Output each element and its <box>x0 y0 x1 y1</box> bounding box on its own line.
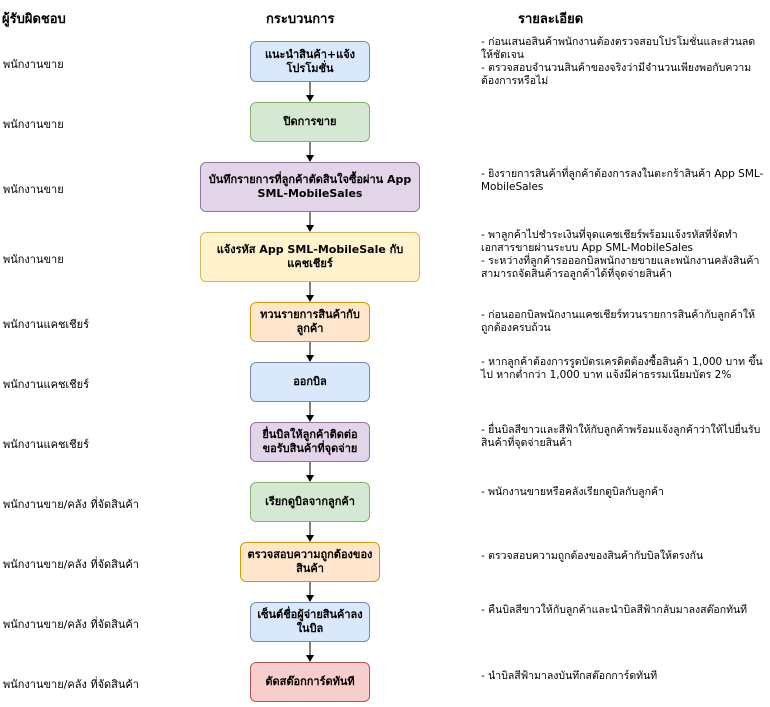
detail-line: - ก่อนออกบิลพนักงานแคชเชียร์ทวนรายการสิน… <box>481 309 755 334</box>
responsible-label: พนักงานขาย <box>3 57 64 71</box>
process-step: ยื่นบิลให้ลูกค้าติดต่อขอรับสินค้าที่จุดจ… <box>250 422 370 462</box>
process-step: เรียกดูบิลจากลูกค้า <box>250 482 370 522</box>
process-step: แจ้งรหัส App SML-MobileSale กับแคชเชียร์ <box>200 232 420 282</box>
flow-arrow-head <box>306 155 314 162</box>
responsible-label: พนักงานแคชเชียร์ <box>3 378 89 391</box>
responsible-label: พนักงานขาย/คลัง ที่จัดสินค้า <box>3 678 139 691</box>
flow-arrow-head <box>306 595 314 602</box>
responsible-label: พนักงานขาย/คลัง ที่จัดสินค้า <box>3 558 139 571</box>
detail-line: - หากลูกค้าต้องการรูดบัตรเครดิตต้องซื้อส… <box>481 356 763 381</box>
flow-arrow-head <box>306 95 314 102</box>
responsible-label: พนักงานแคชเชียร์ <box>3 318 89 331</box>
process-step: บันทึกรายการที่ลูกค้าตัดสินใจซื้อผ่าน Ap… <box>200 162 420 212</box>
responsible-label: พนักงานขาย/คลัง ที่จัดสินค้า <box>3 618 139 631</box>
process-step: ทวนรายการสินค้ากับลูกค้า <box>250 302 370 342</box>
flow-arrow-head <box>306 295 314 302</box>
flow-arrow-head <box>306 655 314 662</box>
step-details: - ก่อนเสนอสินค้าพนักงานต้องตรวจสอบโปรโมช… <box>481 36 767 88</box>
detail-line: - ก่อนเสนอสินค้าพนักงานต้องตรวจสอบโปรโมช… <box>481 36 756 61</box>
header-responsible: ผู้รับผิดชอบ <box>2 12 66 27</box>
detail-line: - คืนบิลสีขาวให้กับลูกค้าและนำบิลสีฟ้ากล… <box>481 604 748 616</box>
flow-arrow-head <box>306 535 314 542</box>
detail-line: - พาลูกค้าไปชำระเงินที่จุดแคชเชียร์พร้อม… <box>481 229 738 254</box>
step-details: - นำบิลสีฟ้ามาลงบันทึกสต๊อกการ์ดทันที <box>481 670 767 683</box>
responsible-label: พนักงานขาย <box>3 118 64 131</box>
step-details: - หากลูกค้าต้องการรูดบัตรเครดิตต้องซื้อส… <box>481 356 767 382</box>
process-step: ตัดสต๊อกการ์ดทันที <box>250 662 370 702</box>
flow-arrow-head <box>306 225 314 232</box>
detail-line: - ระหว่างที่ลูกค้ารอออกบิลพนักงายขายและพ… <box>481 255 760 280</box>
step-details: - ยื่นบิลสีขาวและสีฟ้าให้กับลูกค้าพร้อมแ… <box>481 424 767 450</box>
header-process: กระบวนการ <box>266 12 335 27</box>
process-step: แนะนำสินค้า+แจ้งโปรโมชั่น <box>250 41 370 82</box>
process-step: ปิดการขาย <box>250 102 370 142</box>
process-step: เซ็นต์ชื่อผู้จ่ายสินค้าลงในบิล <box>250 602 370 642</box>
step-details: - ตรวจสอบความถูกต้องของสินค้ากับบิลให้ตร… <box>481 550 767 563</box>
process-step: ตรวจสอบความถูกต้องของสินค้า <box>240 542 380 582</box>
step-details: - คืนบิลสีขาวให้กับลูกค้าและนำบิลสีฟ้ากล… <box>481 604 767 617</box>
step-details: - ก่อนออกบิลพนักงานแคชเชียร์ทวนรายการสิน… <box>481 309 767 335</box>
responsible-label: พนักงานขาย <box>3 253 64 266</box>
detail-line: - ตรวจสอบความถูกต้องของสินค้ากับบิลให้ตร… <box>481 550 704 562</box>
responsible-label: พนักงานแคชเชียร์ <box>3 438 89 451</box>
flow-arrow-head <box>306 415 314 422</box>
step-details: - ยิงรายการสินค้าที่ลูกค้าต้องการลงในตะก… <box>481 168 767 194</box>
step-details: - พาลูกค้าไปชำระเงินที่จุดแคชเชียร์พร้อม… <box>481 229 767 281</box>
responsible-label: พนักงานขาย <box>3 183 64 196</box>
flow-arrow-head <box>306 475 314 482</box>
header-details: รายละเอียด <box>518 12 584 27</box>
flow-arrow-head <box>306 355 314 362</box>
detail-line: - นำบิลสีฟ้ามาลงบันทึกสต๊อกการ์ดทันที <box>481 670 658 682</box>
step-details: - พนักงานขายหรือคลังเรียกดูบิลกับลูกค้า <box>481 486 767 499</box>
detail-line: - ตรวจสอบจำนวนสินค้าของจริงว่ามีจำนวนเพี… <box>481 62 752 87</box>
responsible-label: พนักงานขาย/คลัง ที่จัดสินค้า <box>3 498 139 511</box>
detail-line: - พนักงานขายหรือคลังเรียกดูบิลกับลูกค้า <box>481 486 664 498</box>
detail-line: - ยิงรายการสินค้าที่ลูกค้าต้องการลงในตะก… <box>481 168 764 193</box>
detail-line: - ยื่นบิลสีขาวและสีฟ้าให้กับลูกค้าพร้อมแ… <box>481 424 761 449</box>
process-step: ออกบิล <box>250 362 370 402</box>
